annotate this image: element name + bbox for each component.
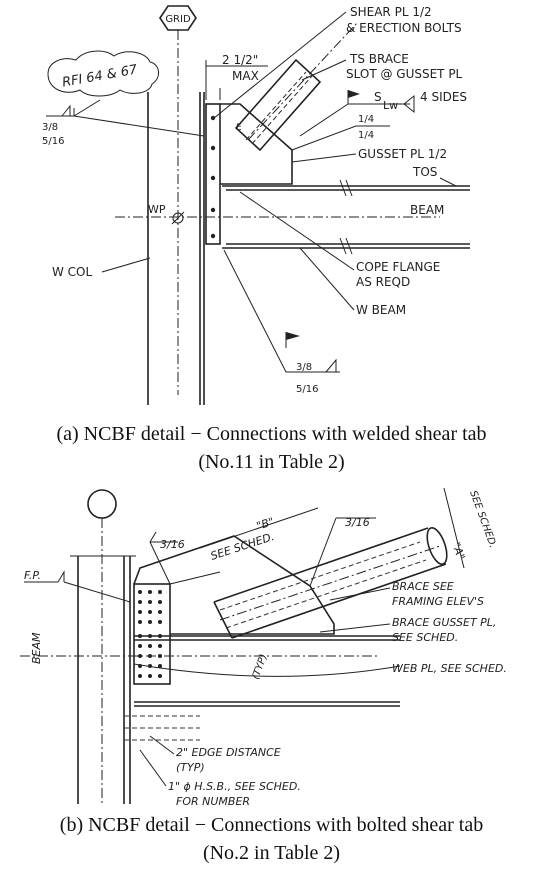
gusset-plate xyxy=(220,103,293,185)
weld-bot-bot: 5/16 xyxy=(296,384,318,395)
brace-label-2: FRAMING ELEV'S xyxy=(392,595,484,608)
ts-brace-leader xyxy=(301,59,347,81)
shear-pl-label: SHEAR PL 1/2 xyxy=(350,5,432,19)
cope-leader xyxy=(239,191,355,271)
caption-a: (a) NCBF detail − Connections with welde… xyxy=(0,420,543,476)
four-sides-label: 4 SIDES xyxy=(420,90,467,104)
beam-b xyxy=(133,635,401,707)
weld2-label: 3/16 xyxy=(345,516,370,529)
edge-label-1: 2" EDGE DISTANCE xyxy=(176,746,281,759)
a-dim-label: "A" xyxy=(449,541,467,562)
gusset-label-1: BRACE GUSSET PL, xyxy=(392,616,496,629)
weld-s: S xyxy=(374,90,382,104)
lower-bolt-dashes xyxy=(124,715,200,741)
ts-brace xyxy=(234,21,359,152)
figure-a: GRID RFI 64 & 67 W COL E BEAM TOS xyxy=(42,5,470,405)
bolt xyxy=(210,175,216,181)
grid-label: GRID xyxy=(165,14,191,25)
max-label: MAX xyxy=(232,69,259,83)
ts-brace-label: TS BRACE xyxy=(349,52,409,66)
hsb-label-2: FOR NUMBER xyxy=(176,795,250,808)
figure-b-drawing: BEAM F.P. 3/16 3/16 "B" SEE SCHED. "A" S… xyxy=(20,487,507,808)
weld-symbol-brace xyxy=(299,90,415,137)
grid-bubble xyxy=(87,489,117,519)
cope-label-1: COPE FLANGE xyxy=(356,260,440,274)
gusset-label: GUSSET PL 1/2 xyxy=(358,147,447,161)
weld-q1: 1/4 xyxy=(358,114,374,125)
web-pl-label: WEB PL, SEE SCHED. xyxy=(392,662,507,675)
bolt-group xyxy=(138,590,162,678)
tos-leader xyxy=(439,177,457,187)
weld-bot-top: 3/8 xyxy=(296,362,312,373)
w-beam xyxy=(222,179,470,255)
weld-left-bot: 5/16 xyxy=(42,136,64,147)
grid-hexagon xyxy=(159,5,197,31)
edge-label-2: (TYP) xyxy=(176,761,205,774)
work-point-marker xyxy=(172,212,184,224)
shear-pl-leader xyxy=(213,11,347,119)
w-beam-leader xyxy=(299,247,355,311)
weld-left-top: 3/8 xyxy=(42,122,58,133)
dim-label: 2 1/2" xyxy=(222,53,258,67)
w-col-leader xyxy=(101,257,151,273)
caption-b-line1: (b) NCBF detail − Connections with bolte… xyxy=(59,814,484,836)
brace-label-1: BRACE SEE xyxy=(392,580,454,593)
weld-symbol-bottom xyxy=(223,249,340,373)
weld-q2: 1/4 xyxy=(358,130,374,141)
cope-label-2: AS REQD xyxy=(356,275,410,289)
bolt xyxy=(210,115,216,121)
w-col-label: W COL xyxy=(52,265,93,279)
caption-b: (b) NCBF detail − Connections with bolte… xyxy=(0,811,543,867)
caption-a-line1: (a) NCBF detail − Connections with welde… xyxy=(56,423,487,445)
dim-e: E xyxy=(236,123,242,133)
erection-bolts xyxy=(210,115,216,239)
brace-pipe xyxy=(213,527,448,639)
rfi-cloud xyxy=(47,50,159,97)
erection-bolts-label: & ERECTION BOLTS xyxy=(346,21,462,35)
bolt xyxy=(210,233,216,239)
weld-lw: Lw xyxy=(383,99,398,112)
fp-label: F.P. xyxy=(24,569,41,582)
slot-label: SLOT @ GUSSET PL xyxy=(346,67,463,81)
see-sched-a: SEE SCHED. xyxy=(467,489,498,549)
beam-cl-label: BEAM xyxy=(30,632,43,664)
figure-a-drawing: GRID RFI 64 & 67 W COL E BEAM TOS xyxy=(42,5,470,405)
b-dim-label: "B" xyxy=(255,515,276,533)
hsb-label-1: 1" ϕ H.S.B., SEE SCHED. xyxy=(168,780,301,793)
beam-label: BEAM xyxy=(410,203,444,217)
bolt xyxy=(210,207,216,213)
shear-plate xyxy=(205,103,221,245)
tos-label: TOS xyxy=(412,165,437,179)
rfi-label: RFI 64 & 67 xyxy=(61,62,139,90)
wp-label: WP xyxy=(148,203,166,216)
figure-b: BEAM F.P. 3/16 3/16 "B" SEE SCHED. "A" S… xyxy=(0,484,543,876)
gusset-label-2: SEE SCHED. xyxy=(392,631,458,644)
caption-b-line2: (No.2 in Table 2) xyxy=(202,842,341,864)
w-beam-label: W BEAM xyxy=(356,303,406,317)
see-sched-b: SEE SCHED. xyxy=(209,530,276,563)
weld1-label: 3/16 xyxy=(160,538,185,551)
weld-symbol-left xyxy=(46,99,205,137)
caption-a-line2: (No.11 in Table 2) xyxy=(198,451,345,473)
bolt xyxy=(210,145,216,151)
